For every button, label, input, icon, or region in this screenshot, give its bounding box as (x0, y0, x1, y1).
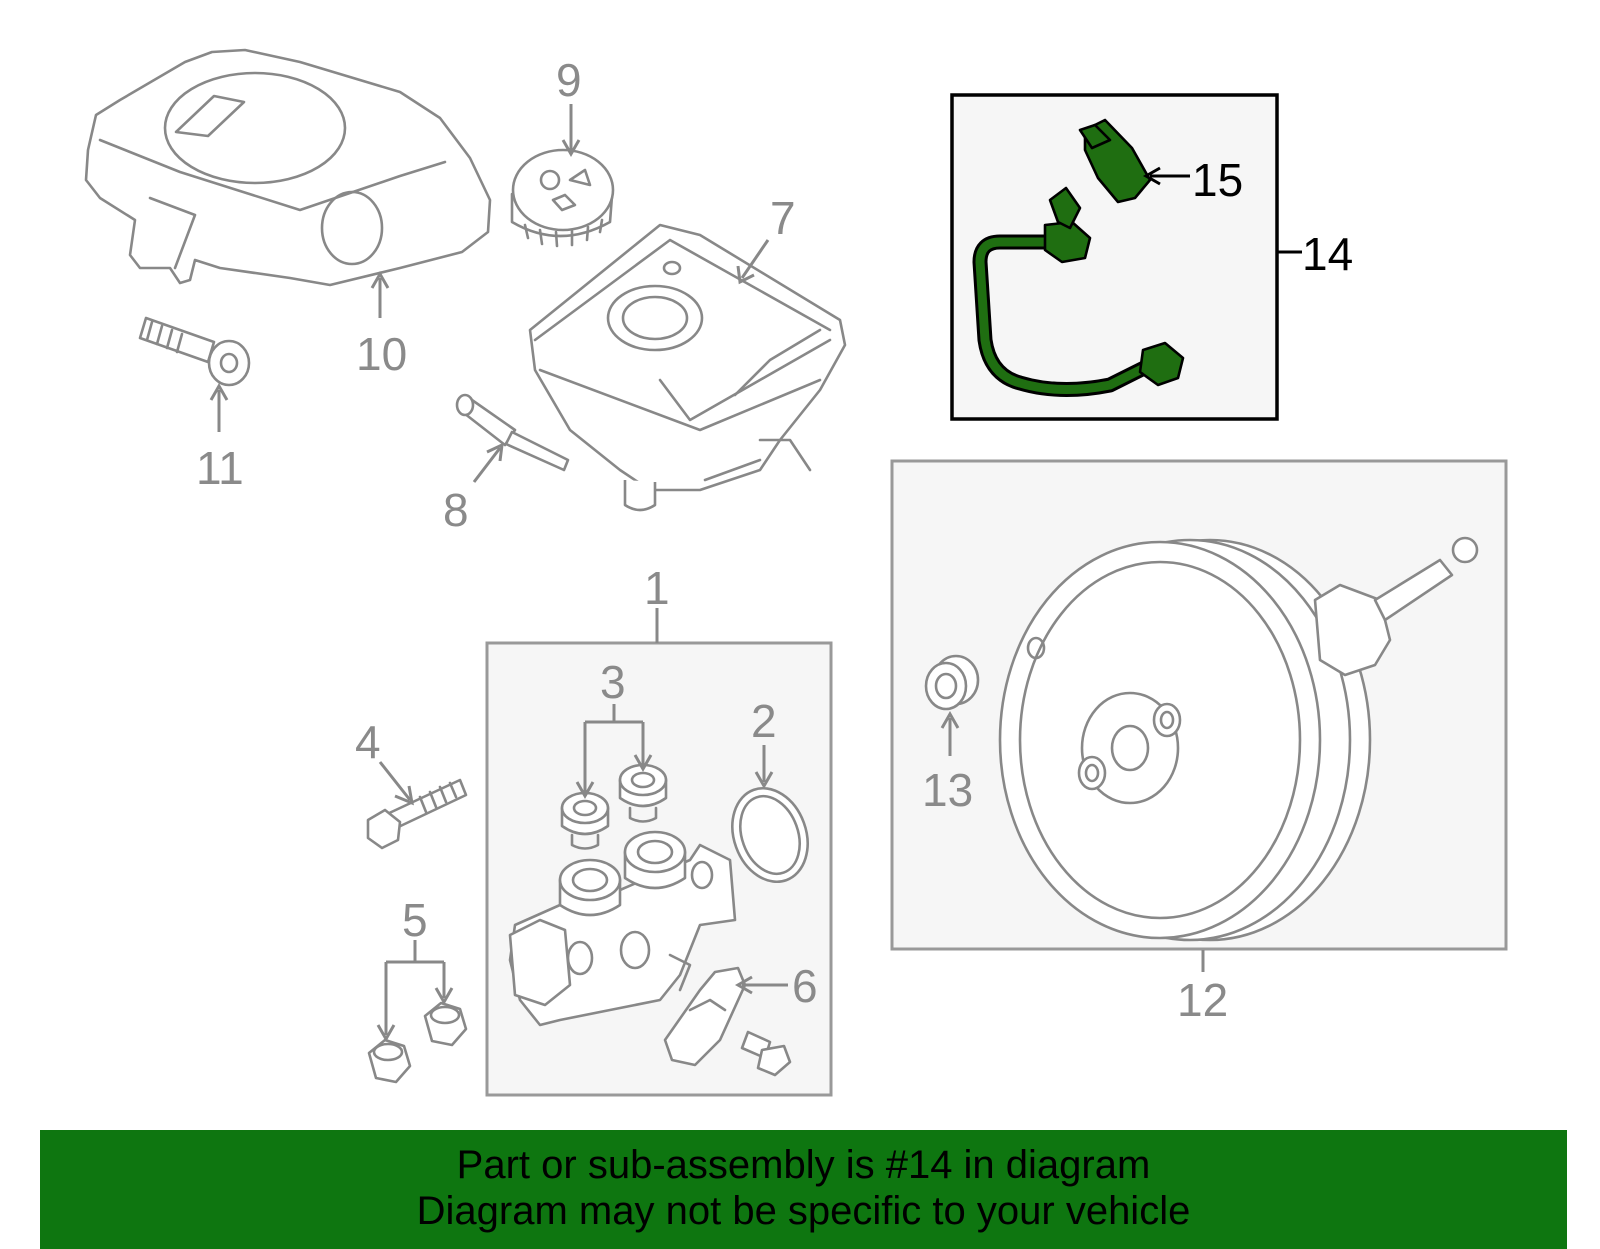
part-15-connector[interactable] (1078, 118, 1152, 204)
part-2-o-ring[interactable] (720, 778, 820, 893)
part-4-bolt[interactable] (366, 778, 468, 850)
callouts: 9 7 10 11 8 1 3 2 4 5 6 13 12 14 15 (196, 54, 1353, 1026)
callout-14: 14 (1302, 228, 1353, 280)
part-10-engine-cover[interactable] (84, 48, 492, 287)
callout-7: 7 (770, 192, 796, 244)
part-3-seals[interactable] (560, 763, 668, 850)
callout-15: 15 (1192, 154, 1243, 206)
callout-2: 2 (751, 695, 777, 747)
callout-13: 13 (922, 764, 973, 816)
part-1-master-cylinder[interactable] (508, 830, 737, 1027)
callout-9: 9 (556, 54, 582, 106)
part-6-sensor[interactable] (663, 966, 792, 1077)
part-12-brake-booster[interactable] (998, 536, 1479, 942)
banner-line-1: Part or sub-assembly is #14 in diagram (456, 1143, 1151, 1187)
callout-11: 11 (196, 442, 244, 494)
part-13-grommet[interactable] (924, 654, 980, 711)
parts-diagram: 9 7 10 11 8 1 3 2 4 5 6 13 12 14 15 (84, 48, 1508, 1097)
part-5-nuts[interactable] (367, 1001, 468, 1084)
callout-1: 1 (644, 562, 670, 614)
leader-lines (209, 104, 1302, 1043)
callout-5: 5 (402, 894, 428, 946)
callout-3: 3 (600, 656, 626, 708)
info-banner: Part or sub-assembly is #14 in diagram D… (40, 1130, 1567, 1249)
callout-8: 8 (443, 484, 469, 536)
part-14-brake-line[interactable] (972, 186, 1185, 397)
part-7-reservoir-tank[interactable] (528, 223, 847, 512)
part-8-pin[interactable] (455, 393, 570, 472)
callout-10: 10 (356, 328, 407, 380)
callout-4: 4 (355, 716, 381, 768)
part-11-bolt[interactable] (138, 316, 251, 387)
callout-12: 12 (1177, 974, 1228, 1026)
part-9-reservoir-cap[interactable] (510, 148, 615, 248)
callout-6: 6 (792, 960, 818, 1012)
banner-line-2: Diagram may not be specific to your vehi… (416, 1189, 1191, 1233)
